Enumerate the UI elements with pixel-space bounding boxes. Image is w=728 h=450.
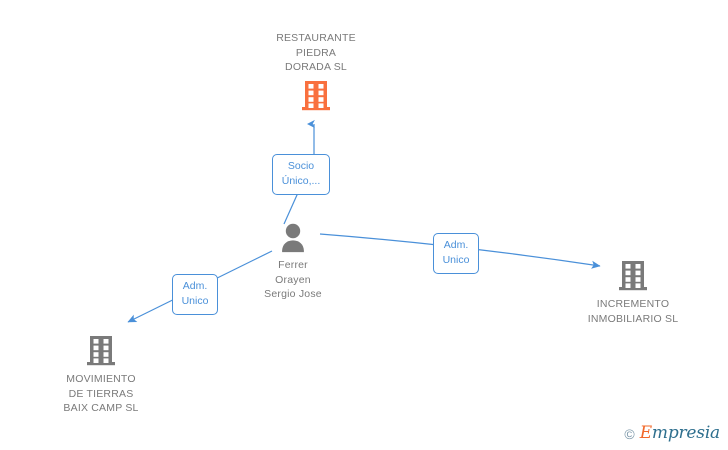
node-restaurante-piedra-dorada[interactable]: RESTAURANTE PIEDRA DORADA SL [236, 31, 396, 113]
node-icon-wrap-person [213, 222, 373, 254]
building-icon [87, 336, 115, 366]
building-icon [619, 261, 647, 291]
node-ferrer-orayen-sergio-jose[interactable]: Ferrer Orayen Sergio Jose [213, 222, 373, 302]
building-icon [302, 80, 330, 110]
node-movimiento-de-tierras-baix-camp[interactable]: MOVIMIENTO DE TIERRAS BAIX CAMP SL [21, 334, 181, 416]
node-incremento-inmobiliario[interactable]: INCREMENTO INMOBILIARIO SL [553, 259, 713, 326]
node-label-movimiento-de-tierras-baix-camp: MOVIMIENTO DE TIERRAS BAIX CAMP SL [63, 373, 139, 414]
node-icon-wrap-restaurante [236, 79, 396, 113]
person-icon [282, 223, 304, 253]
edge-label-adm-unico-left[interactable]: Adm. Unico [172, 274, 218, 315]
node-icon-wrap-movimiento [21, 334, 181, 368]
copyright-icon: © [624, 425, 635, 442]
brand-logo: Empresia [639, 423, 721, 443]
edge-label-adm-unico-right[interactable]: Adm. Unico [433, 233, 479, 274]
node-icon-wrap-incremento [553, 259, 713, 293]
node-label-ferrer-orayen-sergio-jose: Ferrer Orayen Sergio Jose [264, 259, 322, 300]
brand-name: mpresia [651, 423, 720, 443]
watermark: © Empresia [624, 425, 720, 442]
edge-label-socio-unico[interactable]: Socio Único,... [272, 154, 330, 195]
node-label-incremento-inmobiliario: INCREMENTO INMOBILIARIO SL [587, 298, 679, 325]
node-label-restaurante-piedra-dorada: RESTAURANTE PIEDRA DORADA SL [276, 32, 356, 73]
brand-initial: E [639, 423, 652, 443]
